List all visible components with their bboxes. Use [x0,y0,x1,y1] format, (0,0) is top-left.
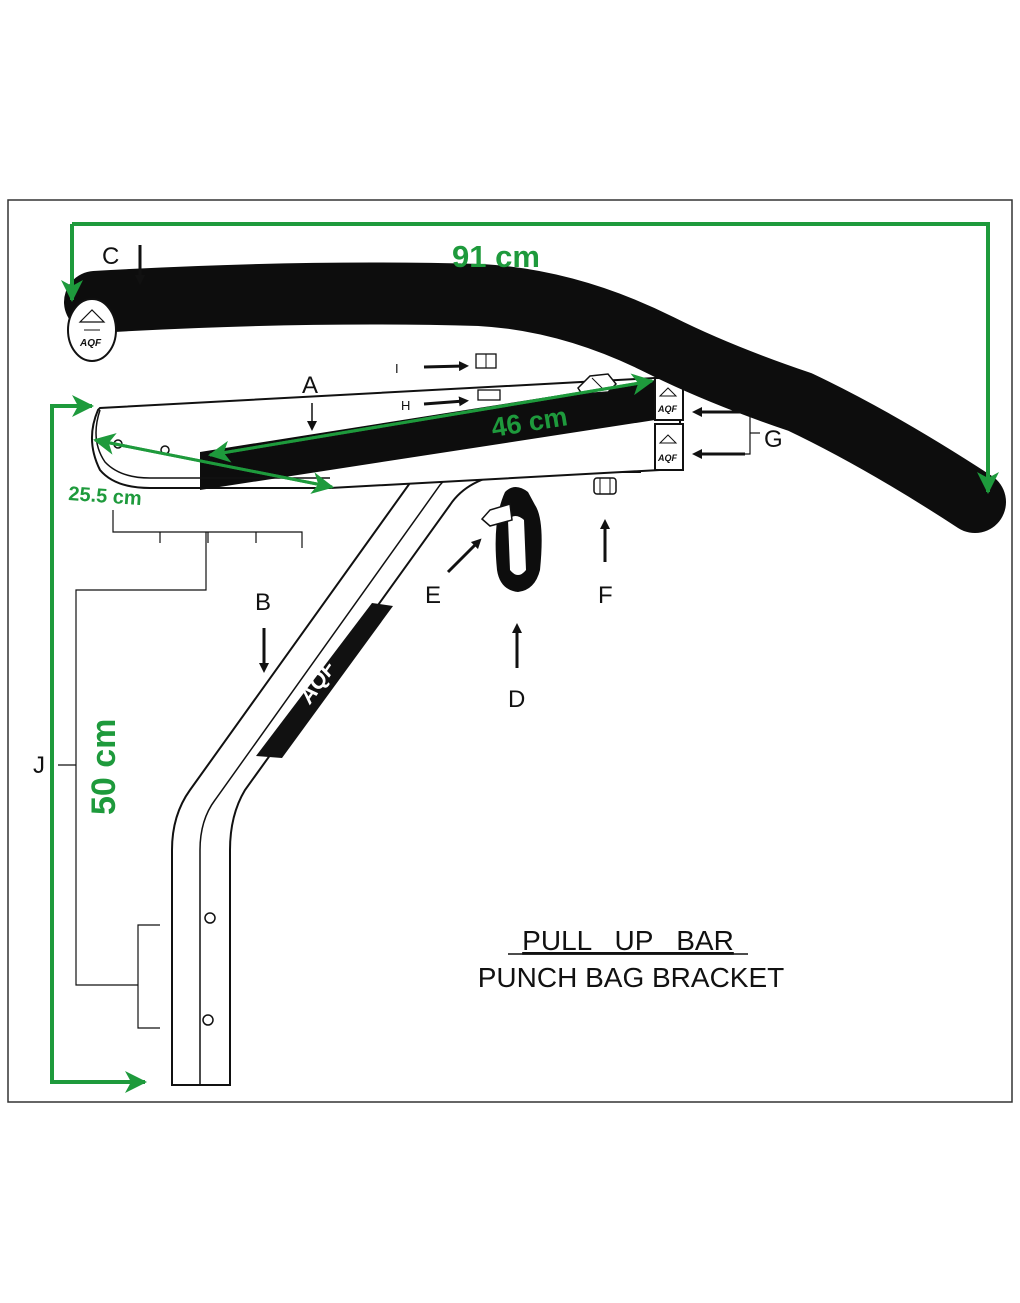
part-j-bracket-lines [58,510,303,1029]
end-cap-lower [654,423,684,471]
part-label-b: B [255,589,271,616]
wall-bracket-tube: AQF [171,416,641,1086]
part-label-f: F [598,582,613,609]
end-cap-logo: AQF [657,453,678,463]
part-label-i: I [395,361,399,376]
dimension-lines [50,222,999,1093]
part-label-c: C [102,243,119,270]
part-label-a: A [302,372,318,399]
dimension-width-total: 91 cm [452,239,540,274]
mounting-hole [202,1014,214,1026]
end-cap-logo: AQF [657,404,678,414]
part-label-j: J [33,752,45,779]
punch-bag-hook [480,487,542,592]
diagram-title-line2: PUNCH BAG BRACKET [478,962,785,993]
mounting-hole [204,912,216,924]
part-label-h: H [401,398,410,413]
part-label-e: E [425,582,441,609]
diagram-frame [7,199,1013,1103]
dimension-line-91 [72,222,999,494]
label-arrows [135,245,760,673]
dimension-depth: 25.5 cm [68,483,143,510]
pull-up-bar: AQF [64,262,1006,533]
dimension-height: 50 cm [85,719,123,815]
small-parts [475,353,501,401]
hook-bolt [480,503,513,527]
bracket-black-face [200,380,655,490]
part-label-g: G [764,426,783,453]
part-label-d: D [508,686,525,713]
bracket-nut [593,477,617,495]
tube-logo-band [256,603,393,758]
bar-end-logo: AQF [79,338,102,349]
part-h-plate [477,389,501,401]
diagram-title-line1: PULL UP BAR [522,925,734,956]
